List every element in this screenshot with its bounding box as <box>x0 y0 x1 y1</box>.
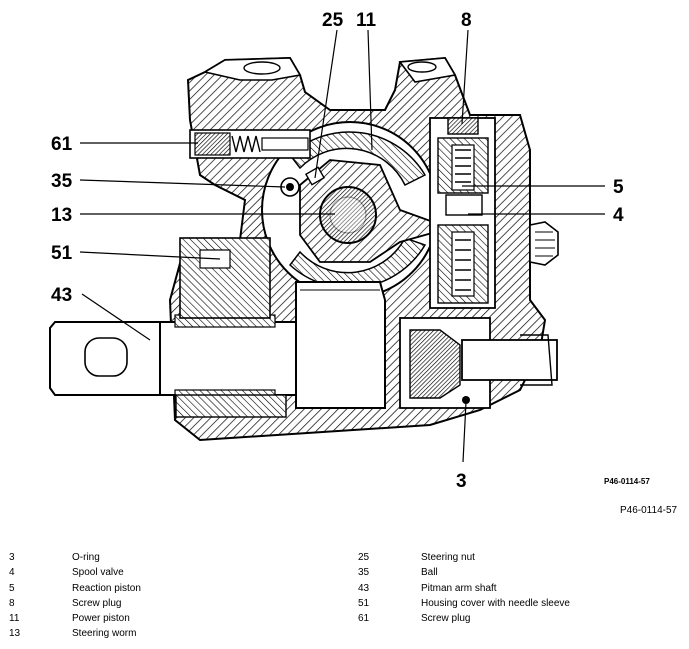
side-nut <box>529 221 559 266</box>
legend-label: Reaction piston <box>72 582 141 594</box>
legend-number: 11 <box>9 613 20 625</box>
legend-number: 43 <box>358 582 370 594</box>
steering-gear-cross-section: 25 11 8 61 35 5 13 4 51 43 3 P46-0114-57 <box>49 10 650 492</box>
legend-label: Pitman arm shaft <box>421 582 497 594</box>
callout-25: 25 <box>322 10 344 31</box>
legend-row: 61 Screw plug <box>358 611 570 626</box>
legend-number: 8 <box>9 597 15 609</box>
adjusting-screw <box>399 317 558 409</box>
legend-label: Ball <box>421 567 438 579</box>
legend-number: 13 <box>9 628 21 640</box>
housing-cover <box>175 237 287 418</box>
legend-row: 11 Power piston <box>9 611 141 626</box>
callout-35: 35 <box>51 171 73 192</box>
legend-number: 5 <box>9 582 15 594</box>
callout-13: 13 <box>51 205 72 226</box>
legend-row: 43 Pitman arm shaft <box>358 581 570 596</box>
legend-right: 25 Steering nut 35 Ball 43 Pitman arm shaft… <box>358 550 570 626</box>
callout-4: 4 <box>613 205 624 226</box>
legend-row: 35 Ball <box>358 565 570 580</box>
drawing-code: P46-0114-57 <box>604 477 650 486</box>
legend-row: 25 Steering nut <box>358 550 570 565</box>
steering-worm <box>319 186 377 244</box>
legend-label: Steering nut <box>421 552 475 563</box>
valve-column <box>429 117 496 309</box>
legend-row: 4 Spool valve <box>9 565 141 580</box>
leader-lines <box>79 29 605 463</box>
legend-number: 25 <box>358 552 370 563</box>
legend-row: 8 Screw plug <box>9 596 141 611</box>
callout-8: 8 <box>461 10 472 31</box>
figure-code: P46-0114-57 <box>620 505 678 516</box>
legend-row: 3 O-ring <box>9 550 141 565</box>
legend-row: 51 Housing cover with needle sleeve <box>358 596 570 611</box>
legend-label: Screw plug <box>72 597 122 609</box>
callout-3: 3 <box>456 471 467 492</box>
legend-label: Steering worm <box>72 628 137 640</box>
legend-label: Housing cover with needle sleeve <box>421 597 570 609</box>
legend-number: 4 <box>9 567 15 579</box>
legend-row: 13 Steering worm <box>9 626 141 641</box>
callout-5: 5 <box>613 177 624 198</box>
callout-51: 51 <box>51 243 73 264</box>
legend-number: 61 <box>358 613 370 625</box>
legend-number: 51 <box>358 597 370 609</box>
callout-43: 43 <box>51 285 72 306</box>
legend-number: 35 <box>358 567 370 579</box>
legend-label: Spool valve <box>72 567 124 579</box>
legend-label: O-ring <box>72 552 100 563</box>
screw-plug-61 <box>189 129 311 159</box>
legend-label: Power piston <box>72 613 130 625</box>
legend-number: 3 <box>9 552 15 563</box>
legend-row: 5 Reaction piston <box>9 581 141 596</box>
legend-label: Screw plug <box>421 613 471 625</box>
callout-11: 11 <box>356 10 377 31</box>
callout-61: 61 <box>51 134 73 155</box>
